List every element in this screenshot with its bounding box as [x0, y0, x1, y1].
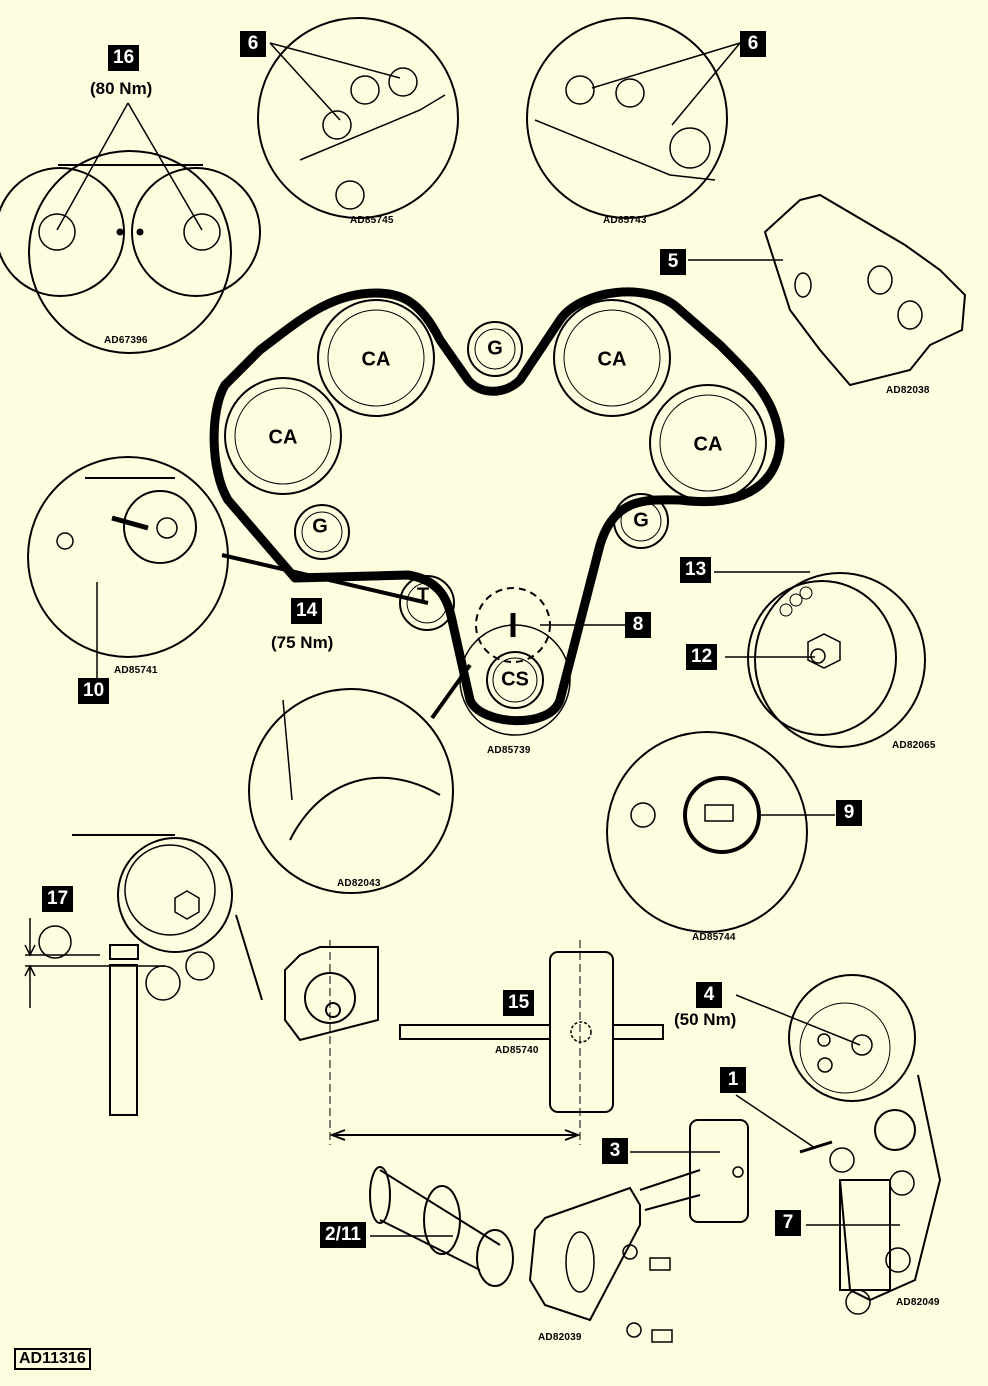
- detail-camshaft-gears: [0, 102, 261, 354]
- callout-17: 17: [42, 886, 74, 912]
- main-reference: AD11316: [14, 1348, 91, 1370]
- detail-cam-bearing-right: [526, 17, 741, 219]
- torque-14: (75 Nm): [271, 633, 334, 652]
- pulley-tensioner: T: [416, 584, 430, 607]
- pulley-camshaft-4: CA: [693, 433, 723, 456]
- pulley-guide-2: G: [312, 515, 328, 538]
- callout-9: 9: [836, 800, 862, 826]
- detail-tensioner-gauge: [24, 834, 263, 1116]
- pulley-camshaft-2: CA: [268, 426, 298, 449]
- torque-4: (50 Nm): [674, 1010, 737, 1029]
- callout-6-right: 6: [740, 31, 766, 57]
- ref-code: AD85745: [350, 215, 394, 226]
- pulley-crankshaft: CS: [501, 668, 529, 691]
- callout-13: 13: [680, 557, 712, 583]
- ref-code: AD85739: [487, 745, 531, 756]
- ref-code: AD85744: [692, 932, 736, 943]
- ref-code: AD85741: [114, 665, 158, 676]
- detail-tool-kit: [369, 1119, 749, 1343]
- ref-code: AD85740: [495, 1045, 539, 1056]
- detail-crank-pulley: [714, 571, 926, 748]
- callout-16: 16: [108, 45, 140, 71]
- detail-tensioner: [27, 456, 229, 680]
- pulley-camshaft-1: CA: [361, 348, 391, 371]
- callout-5: 5: [660, 249, 686, 275]
- ref-code: AD82065: [892, 740, 936, 751]
- callout-15: 15: [503, 990, 535, 1016]
- ref-code: AD82039: [538, 1332, 582, 1343]
- detail-cam-bearing-left: [257, 17, 459, 219]
- ref-code: AD82049: [896, 1297, 940, 1308]
- pulley-guide-1: G: [487, 337, 503, 360]
- ref-code: AD82038: [886, 385, 930, 396]
- callout-12: 12: [686, 644, 718, 670]
- ref-code: AD67396: [104, 335, 148, 346]
- ref-code: AD85743: [603, 215, 647, 226]
- detail-crank-sprocket: [248, 688, 454, 894]
- callout-7: 7: [775, 1210, 801, 1236]
- timing-cover-plate: [688, 193, 967, 387]
- detail-tensioner-assembly: [735, 974, 942, 1315]
- callout-14: 14: [291, 598, 323, 624]
- callout-4: 4: [696, 982, 722, 1008]
- belt-layout: [209, 287, 785, 736]
- detail-locking-tool: [284, 940, 664, 1145]
- callout-1: 1: [720, 1067, 746, 1093]
- callout-6-left: 6: [240, 31, 266, 57]
- callout-8: 8: [625, 612, 651, 638]
- pulley-camshaft-3: CA: [597, 348, 627, 371]
- callout-10: 10: [78, 678, 110, 704]
- torque-16: (80 Nm): [90, 79, 153, 98]
- callout-2-11: 2/11: [320, 1222, 366, 1248]
- ref-code: AD82043: [337, 878, 381, 889]
- callout-3: 3: [602, 1138, 628, 1164]
- pulley-guide-3: G: [633, 509, 649, 532]
- detail-crank-position: [606, 731, 835, 933]
